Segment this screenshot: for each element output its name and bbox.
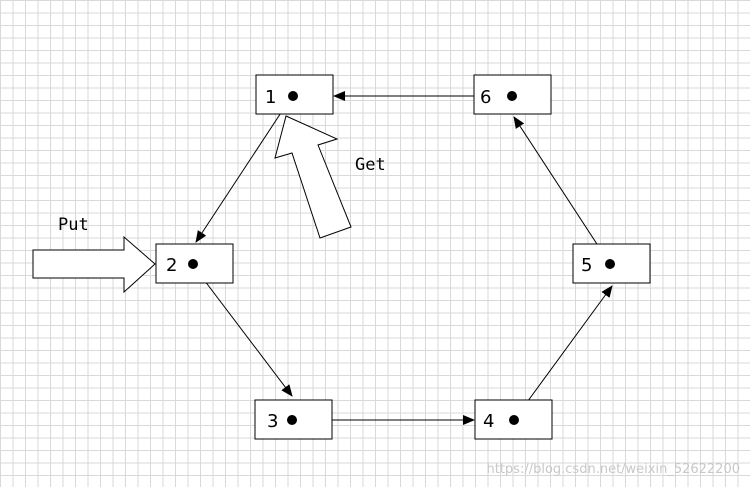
edge-2-to-3	[191, 263, 293, 397]
node-4: 4	[474, 399, 553, 440]
node-1-label: 1	[265, 87, 276, 108]
node-2: 2	[155, 243, 234, 284]
put-label: Put	[58, 215, 89, 235]
edge-5-to-6	[513, 116, 611, 265]
node-6-label: 6	[480, 87, 491, 108]
get-arrow-icon	[274, 115, 352, 239]
node-6: 6	[473, 74, 552, 115]
node-5-pointer-dot	[605, 259, 615, 269]
node-3-pointer-dot	[287, 415, 297, 425]
edge-1-to-2	[195, 95, 293, 243]
node-4-pointer-dot	[509, 415, 519, 425]
watermark: https://blog.csdn.net/weixin_52622200	[486, 462, 740, 477]
node-1-pointer-dot	[288, 91, 298, 101]
node-3-label: 3	[267, 411, 278, 432]
node-2-pointer-dot	[188, 259, 198, 269]
node-6-pointer-dot	[507, 91, 517, 101]
node-4-label: 4	[483, 411, 494, 432]
node-2-label: 2	[166, 255, 177, 276]
put-arrow-icon	[32, 235, 156, 294]
get-label: Get	[355, 155, 386, 175]
node-5-label: 5	[581, 255, 592, 276]
node-5: 5	[572, 243, 651, 284]
edge-4-to-5	[513, 285, 613, 421]
node-1: 1	[255, 74, 334, 115]
node-3: 3	[254, 399, 333, 440]
